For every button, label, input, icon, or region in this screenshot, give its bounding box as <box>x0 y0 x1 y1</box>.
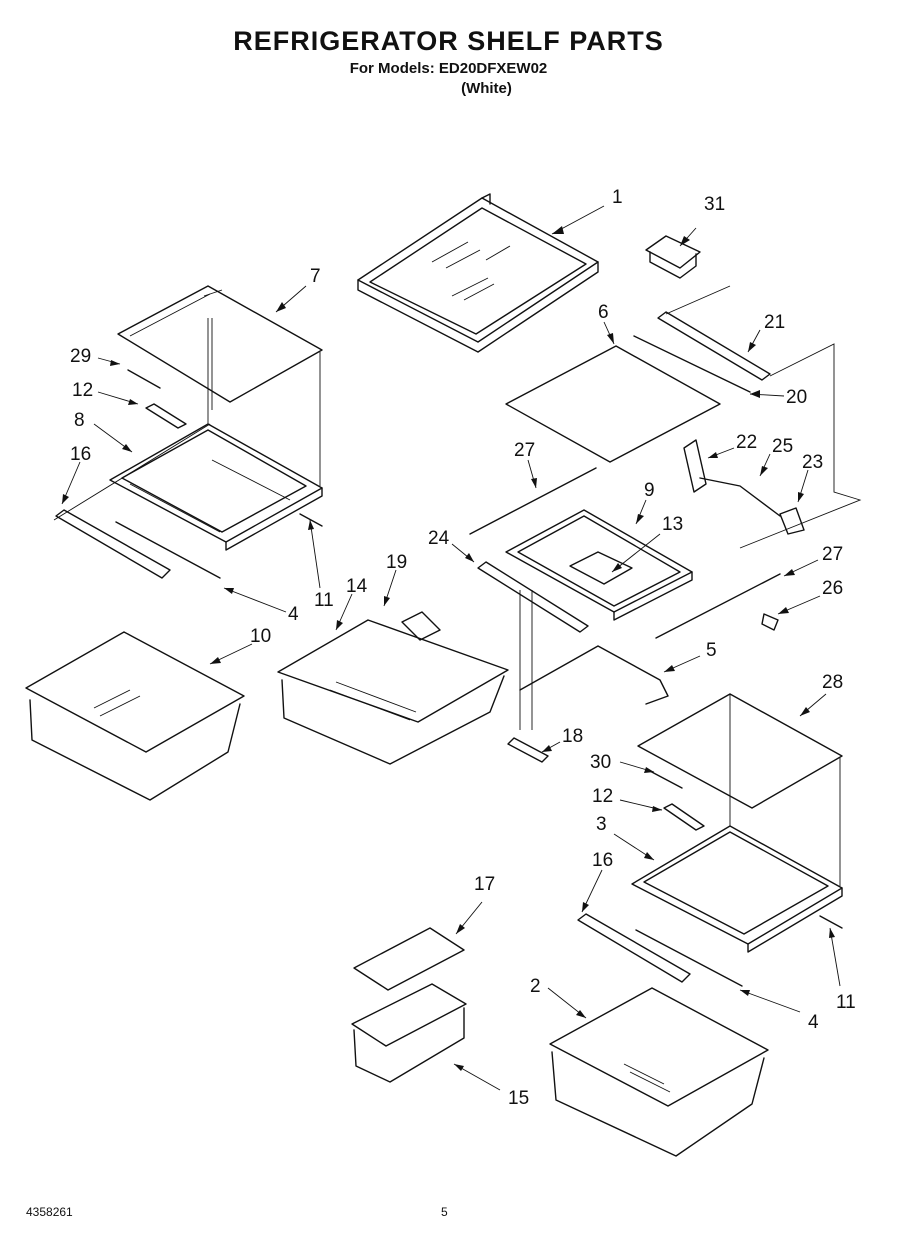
part-13-insert <box>569 551 633 585</box>
part-29-trim <box>127 369 161 389</box>
part-6-cover-panel <box>505 345 721 463</box>
callout-27: 27 <box>822 544 843 565</box>
part-24-trim <box>477 561 589 633</box>
part-21-rail <box>657 311 771 381</box>
part-4-trim <box>115 521 221 579</box>
part-10-crisper-drawer <box>25 631 245 801</box>
part-15-bin <box>351 983 467 1083</box>
callout-28: 28 <box>822 672 843 693</box>
callout-19: 19 <box>386 552 407 573</box>
part-27-rod-left <box>469 467 597 535</box>
part-17-lid <box>353 927 465 991</box>
part-2-crisper-drawer <box>549 987 769 1157</box>
callout-29: 29 <box>70 346 91 367</box>
part-12-clip-lower <box>663 803 705 831</box>
guide-lines-lower-right <box>729 694 841 886</box>
callout-10: 10 <box>250 626 271 647</box>
guide-lines-left <box>53 318 321 521</box>
callout-9: 9 <box>644 480 655 501</box>
callout-12: 12 <box>72 380 93 401</box>
part-25-arm <box>699 477 781 517</box>
callout-30: 30 <box>590 752 611 773</box>
callout-5: 5 <box>706 640 717 661</box>
part-30-trim <box>647 769 683 789</box>
part-3-shelf-frame <box>631 825 843 953</box>
callout-11: 11 <box>314 590 334 611</box>
part-18-clip <box>507 737 549 763</box>
page-number: 5 <box>441 1205 448 1219</box>
callout-22: 22 <box>736 432 757 453</box>
callout-16: 16 <box>70 444 91 465</box>
callout-15: 15 <box>508 1088 529 1109</box>
callout-4: 4 <box>288 604 299 625</box>
part-16-trim <box>55 509 171 579</box>
callout-21: 21 <box>764 312 785 333</box>
callout-23: 23 <box>802 452 823 473</box>
callout-8: 8 <box>74 410 85 431</box>
part-5-rail <box>519 645 669 705</box>
part-1-glass-shelf <box>357 193 599 353</box>
part-12-clip <box>145 403 187 429</box>
part-14-deli-drawer <box>277 619 509 765</box>
part-4-trim-lower <box>635 929 743 987</box>
part-11-bracket <box>299 513 323 527</box>
part-9-shelf-frame <box>505 509 693 621</box>
part-22-hinge <box>683 439 707 493</box>
part-28-glass-panel <box>637 693 843 809</box>
callout-11: 11 <box>836 992 856 1013</box>
part-23-bracket <box>779 507 805 535</box>
callout-7: 7 <box>310 266 321 287</box>
callout-18: 18 <box>562 726 583 747</box>
part-16-trim-lower <box>577 913 691 983</box>
part-19-control <box>401 611 441 641</box>
callout-20: 20 <box>786 387 807 408</box>
callout-1: 1 <box>612 187 623 208</box>
guide-lines-center <box>519 590 533 730</box>
part-20-rail <box>633 335 751 393</box>
callout-13: 13 <box>662 514 683 535</box>
document-number: 4358261 <box>26 1205 73 1219</box>
callout-4: 4 <box>808 1012 819 1033</box>
callout-17: 17 <box>474 874 495 895</box>
callout-14: 14 <box>346 576 368 597</box>
part-31-small-cup <box>645 235 701 279</box>
callout-25: 25 <box>772 436 793 457</box>
part-11-bracket-lower <box>819 915 843 929</box>
page-title: REFRIGERATOR SHELF PARTS <box>233 26 664 56</box>
callout-24: 24 <box>428 528 450 549</box>
callout-6: 6 <box>598 302 609 323</box>
models-line: For Models: ED20DFXEW02 <box>349 60 548 77</box>
part-26-screw <box>761 613 779 631</box>
color-line: (White) <box>461 80 512 97</box>
callout-27: 27 <box>514 440 535 461</box>
callout-3: 3 <box>596 814 607 835</box>
guide-lines-right <box>665 285 862 549</box>
callout-12: 12 <box>592 786 613 807</box>
part-27-rod-right <box>655 573 781 639</box>
callout-26: 26 <box>822 578 843 599</box>
leader-lines <box>61 205 841 1091</box>
callout-16: 16 <box>592 850 613 871</box>
callout-2: 2 <box>530 976 541 997</box>
part-8-shelf-frame <box>109 423 323 551</box>
callout-31: 31 <box>704 194 725 215</box>
part-7-glass-panel <box>117 285 323 410</box>
